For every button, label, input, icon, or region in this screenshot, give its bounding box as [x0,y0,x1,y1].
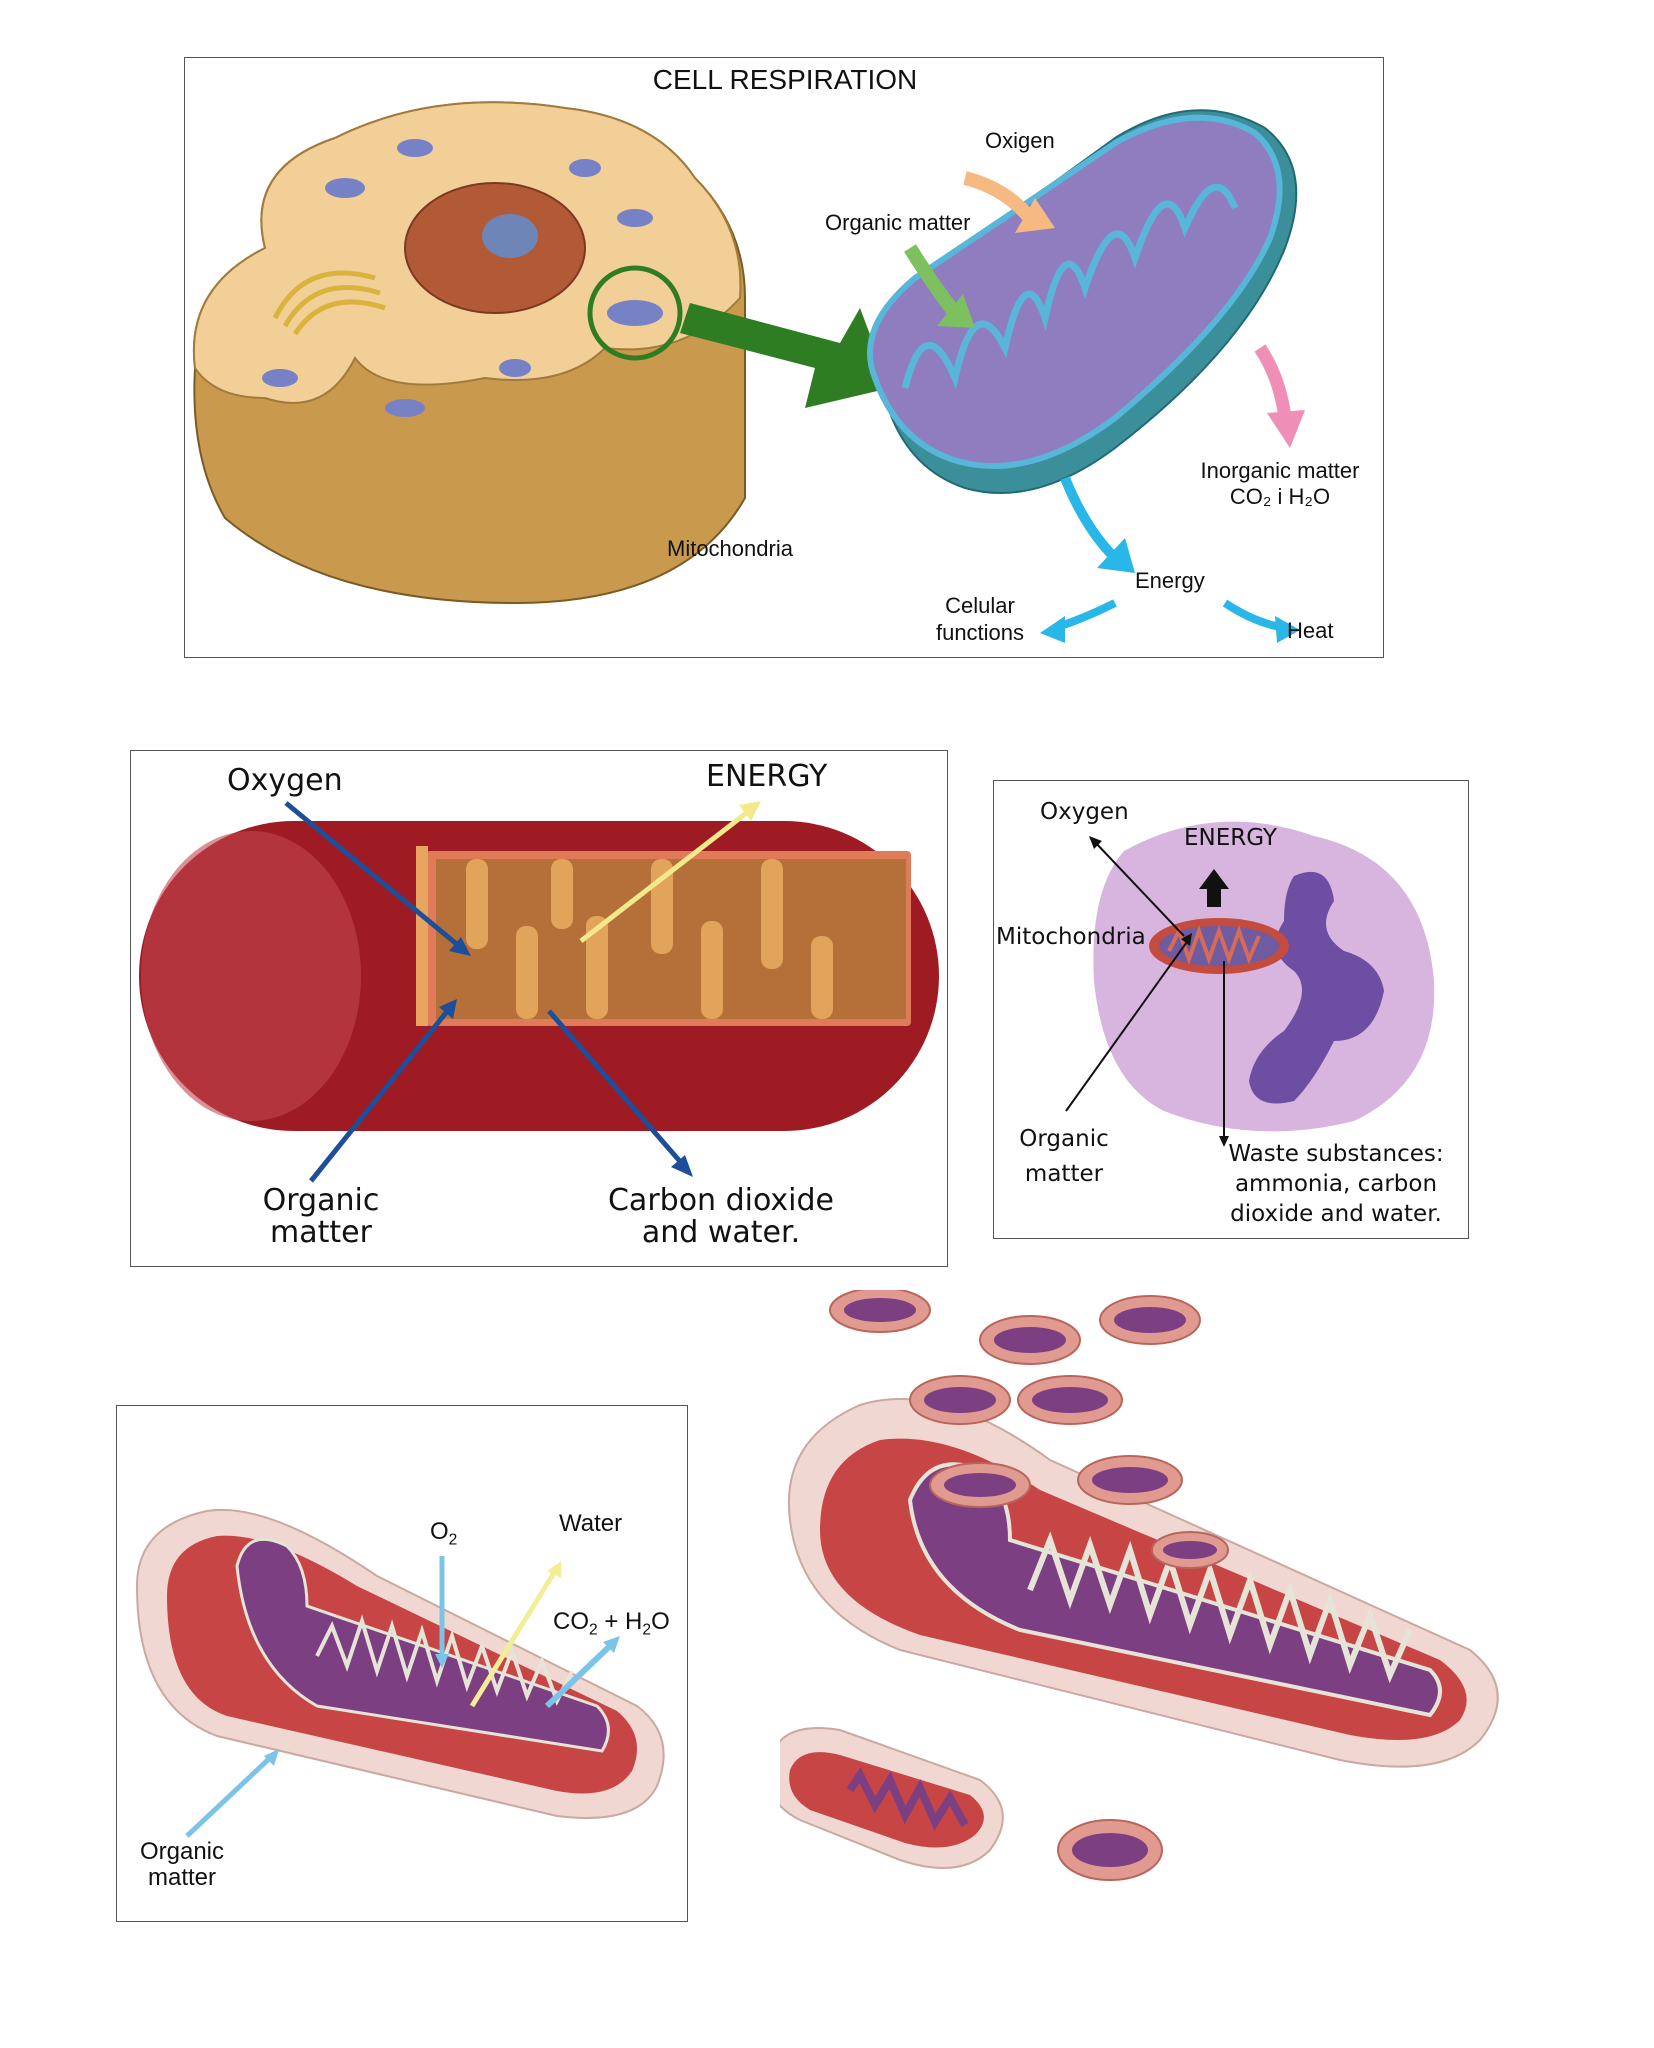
waste-substances-label-3: dioxide and water. [1230,1201,1442,1227]
organic-matter-label-2: matter [147,1864,216,1891]
organic-matter-label: Organic [1019,1126,1109,1152]
oxygen-label: Oxygen [1040,799,1129,825]
water-label: Water [559,1510,623,1537]
carbon-dioxide-label: Carbon dioxide [607,1183,834,1218]
energy-label: Energy [1135,568,1205,593]
oxygen-label: Oxigen [985,128,1055,153]
waste-substances-label: Waste substances: [1228,1141,1444,1167]
organic-matter-label: Organic matter [825,210,971,235]
waste-substances-label-2: ammonia, carbon [1234,1171,1438,1197]
energy-label: ENERGY [1184,825,1277,851]
o2-label: O2 [430,1518,458,1549]
mitochondria-group-illustration [780,1290,1540,1930]
mitochondrion-cutaway-panel: Oxygen ENERGY Organic matter Carbon diox… [130,750,948,1267]
mitochondria-group-svg [780,1290,1499,1881]
cell-waste-panel: Oxygen ENERGY Mitochondria Organic matte… [993,780,1469,1239]
heat-label: Heat [1287,618,1334,643]
panel-title: CELL RESPIRATION [652,64,918,95]
mitochondrion-cutaway-illustration [139,801,939,1183]
oxygen-label: Oxygen [227,763,343,798]
energy-label: ENERGY [706,759,828,794]
cell-waste-illustration [1065,821,1435,1147]
inorganic-matter-formula: CO₂ i H₂O [1229,484,1331,509]
cellular-functions-label: Celular [945,593,1015,618]
organic-matter-label-2: matter [270,1215,372,1250]
organic-matter-label-2: matter [1024,1161,1104,1187]
cell-respiration-panel: CELL RESPIRATION Oxigen Organic matter I… [184,57,1384,658]
mitochondrion-exchange-panel: O2 Water CO2 + H2O Organic matter [116,1405,688,1922]
organic-matter-label: Organic [139,1838,225,1865]
cell-respiration-illustration [192,101,1305,643]
carbon-dioxide-label-2: and water. [641,1215,801,1250]
co2-h2o-label: CO2 + H2O [553,1608,670,1639]
mitochondria-label: Mitochondria [996,924,1146,950]
mitochondrion-exchange-illustration [135,1508,665,1838]
inorganic-matter-label: Inorganic matter [1200,458,1360,483]
organic-matter-label: Organic [262,1183,380,1218]
cellular-functions-label-2: functions [935,620,1025,645]
mitochondria-label: Mitochondria [667,536,793,561]
